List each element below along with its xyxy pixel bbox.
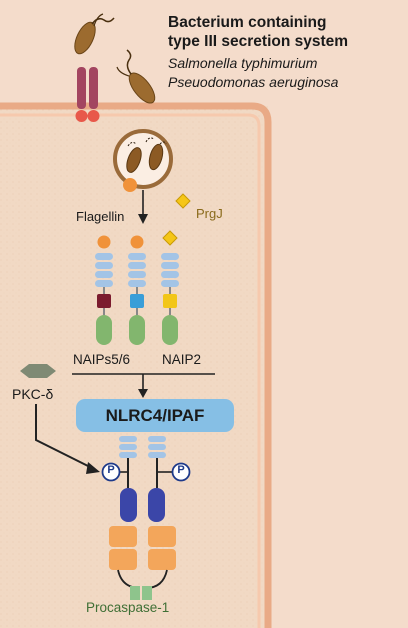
naip2-domain (163, 294, 177, 308)
pkc-arrow (35, 404, 100, 474)
flagellin-release (123, 178, 137, 192)
phospho-left (101, 462, 127, 482)
nlrc4-box (76, 399, 234, 432)
receptor-foot-right (87, 110, 100, 122)
receptor-foot-left (75, 110, 88, 122)
cell-membrane (0, 102, 272, 628)
procaspase-subunit-left (130, 586, 140, 600)
card-left (120, 488, 137, 522)
phospho-right (158, 462, 191, 482)
naip-receptor-2 (128, 235, 146, 345)
procaspase-left (109, 526, 137, 570)
receptor-chain-right (89, 67, 98, 109)
nlrc4-lrr-left (119, 436, 137, 488)
naip5-domain (97, 294, 111, 308)
arrow-vacuole (138, 190, 148, 224)
prgj-icon (175, 193, 191, 209)
procaspase-subunit-right (142, 586, 152, 600)
procaspase-right (148, 526, 176, 570)
membrane-receptor (75, 67, 100, 122)
pkc-hexagon (20, 364, 56, 378)
receptor-chain-left (77, 67, 86, 109)
naip-bracket (72, 373, 215, 398)
vacuole (113, 129, 173, 192)
card-right (148, 488, 165, 522)
cell-membrane-inner (0, 113, 261, 628)
naip-receptor-1 (95, 235, 113, 345)
nlrc4-lrr-right (148, 436, 166, 488)
bacterium-2 (116, 49, 156, 104)
bacterium-1 (74, 13, 115, 55)
naip-receptor-3 (161, 230, 179, 345)
naip6-domain (130, 294, 144, 308)
